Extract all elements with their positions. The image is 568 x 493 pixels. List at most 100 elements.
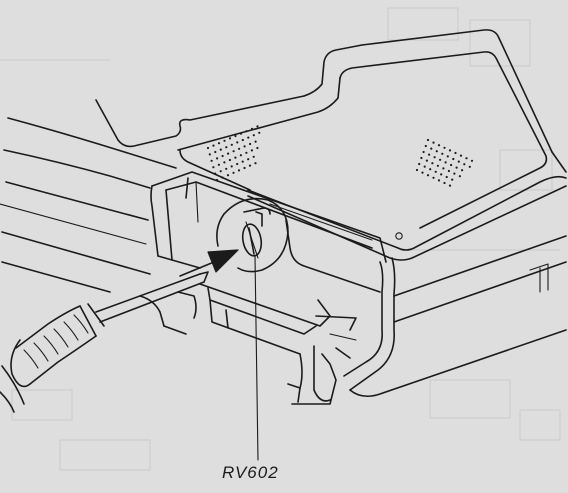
grille-dot xyxy=(443,181,446,185)
grille-dot xyxy=(448,149,452,152)
grille-dot xyxy=(252,155,255,158)
detail-circle xyxy=(216,197,289,273)
grille-dot xyxy=(250,149,253,152)
grille-dot xyxy=(245,130,248,133)
rv602-callout-label: RV602 xyxy=(222,463,279,482)
grille-dot xyxy=(430,147,433,150)
grille-dot xyxy=(437,179,441,182)
grille-dot xyxy=(441,152,444,155)
background-schematic xyxy=(0,7,561,471)
grille-dot xyxy=(230,165,233,168)
grille-dot xyxy=(221,176,224,179)
grille-dot xyxy=(425,159,428,162)
device-body xyxy=(0,117,177,293)
insertion-arrow xyxy=(179,249,239,277)
grille-dot xyxy=(228,137,232,140)
grille-dot xyxy=(239,132,243,135)
screwdriver-handle-ribs xyxy=(23,314,89,369)
grille-dot xyxy=(252,134,255,137)
grille-dot xyxy=(426,138,430,142)
grille-dot xyxy=(219,170,222,173)
handle-rib xyxy=(33,342,49,362)
grille-dot xyxy=(436,164,439,167)
rv602-trimmer-control xyxy=(241,207,271,259)
grille-dot xyxy=(232,150,235,153)
grille-dot xyxy=(455,166,458,169)
grille-dot xyxy=(426,174,430,177)
handle-rib xyxy=(73,314,89,334)
grille-dot xyxy=(256,125,259,128)
grille-dot xyxy=(210,159,213,162)
grille-dot xyxy=(237,169,241,172)
grille-dot xyxy=(470,159,474,162)
grille-dot xyxy=(256,146,259,150)
grille-dot xyxy=(451,178,454,181)
grille-dot xyxy=(431,162,434,165)
grille-dot xyxy=(230,143,233,146)
grille-dot xyxy=(217,142,221,145)
grille-dot xyxy=(243,145,246,148)
grille-dot xyxy=(217,163,220,166)
grille-dot xyxy=(254,162,257,165)
grille-dot xyxy=(234,134,237,138)
grille-dot xyxy=(236,141,239,144)
grille-dot xyxy=(429,168,432,171)
grille-dot xyxy=(415,168,419,172)
grille-dot xyxy=(422,150,425,154)
grille-dot xyxy=(248,164,252,167)
grille-dot xyxy=(227,152,230,155)
grille-dot xyxy=(442,167,445,170)
grille-dot xyxy=(219,148,222,151)
grille-dot xyxy=(461,169,464,172)
grille-dot xyxy=(443,146,446,149)
grille-dot xyxy=(206,146,210,150)
grille-dot xyxy=(428,153,431,156)
grille-dot xyxy=(223,161,226,164)
grille-dot xyxy=(238,147,241,150)
grille-dot xyxy=(468,165,471,168)
grille-dot xyxy=(245,151,248,154)
grille-dot xyxy=(221,154,224,158)
grille-dot xyxy=(236,162,239,166)
grille-dot xyxy=(214,172,217,175)
grille-dot xyxy=(432,176,435,179)
grille-dot xyxy=(434,170,437,173)
connector-tab-assembly xyxy=(139,283,357,405)
grille-dot xyxy=(241,138,244,142)
grille-dot xyxy=(452,157,455,161)
grille-dot xyxy=(445,175,448,179)
grille-dot xyxy=(247,136,250,139)
grille-dot xyxy=(243,166,246,170)
handle-rib xyxy=(63,321,79,341)
grille-dot xyxy=(249,142,252,146)
speaker-grille-right xyxy=(415,138,474,187)
grille-dot xyxy=(440,173,443,176)
grille-dot xyxy=(225,167,228,170)
device-top-panel xyxy=(95,29,567,261)
grille-dot xyxy=(454,151,457,155)
screwdriver xyxy=(0,271,209,413)
grille-dot xyxy=(437,144,441,147)
grille-dot xyxy=(250,127,254,130)
grille-dot xyxy=(432,141,435,144)
grille-dot xyxy=(212,144,215,147)
grille-dot xyxy=(239,154,242,157)
grille-dot xyxy=(423,165,426,168)
speaker-grille-left xyxy=(206,125,261,182)
grille-dot xyxy=(228,158,231,162)
grille-dot xyxy=(234,156,237,159)
grille-dot xyxy=(439,158,442,161)
grille-dot xyxy=(212,166,215,169)
grille-dot xyxy=(223,139,226,142)
grille-dot xyxy=(420,156,423,160)
grille-dot xyxy=(232,171,235,174)
grille-dot xyxy=(433,156,436,159)
grille-dot xyxy=(418,162,421,166)
compartment-opening xyxy=(150,171,387,293)
grille-dot xyxy=(465,157,468,160)
grille-dot xyxy=(421,171,424,174)
grille-dot xyxy=(444,161,447,164)
grille-dot xyxy=(254,140,257,143)
